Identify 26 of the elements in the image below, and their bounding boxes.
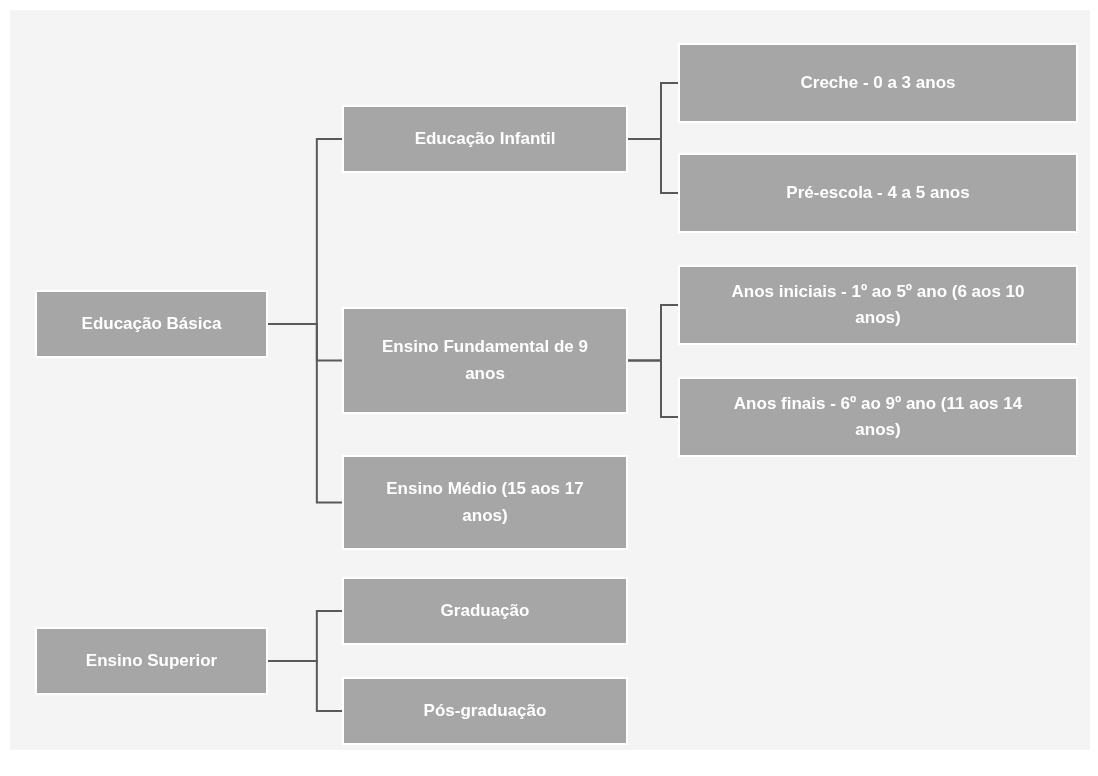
category-box xyxy=(342,455,628,550)
category-box xyxy=(342,677,628,745)
box-label: Anos finais - 6º ao 9º ano (11 aos 14 anos) xyxy=(732,392,1024,441)
box-label: Anos iniciais - 1º ao 5º ano (6 aos 10 anos) xyxy=(730,280,1026,329)
box-label: Graduação xyxy=(440,599,530,622)
category-box xyxy=(35,290,268,358)
category-box xyxy=(678,153,1078,233)
category-box xyxy=(678,265,1078,345)
box-label: Educação Infantil xyxy=(414,127,556,150)
box-label: Ensino Fundamental de 9 anos xyxy=(381,336,589,385)
category-box xyxy=(342,577,628,645)
category-box xyxy=(678,43,1078,123)
box-label: Ensino Superior xyxy=(85,649,218,672)
category-box xyxy=(342,307,628,414)
category-box xyxy=(678,377,1078,457)
box-label: Pré-escola - 4 a 5 anos xyxy=(786,181,970,204)
box-label: Ensino Médio (15 aos 17 anos) xyxy=(385,478,585,527)
category-box xyxy=(35,627,268,695)
box-label: Pós-graduação xyxy=(423,699,547,722)
box-label: Educação Básica xyxy=(81,312,222,335)
connector-line xyxy=(627,359,679,418)
category-box xyxy=(342,105,628,173)
connector-line xyxy=(627,138,679,194)
connector-line xyxy=(267,660,343,712)
box-label: Creche - 0 a 3 anos xyxy=(800,71,956,94)
connector-line xyxy=(267,323,343,504)
